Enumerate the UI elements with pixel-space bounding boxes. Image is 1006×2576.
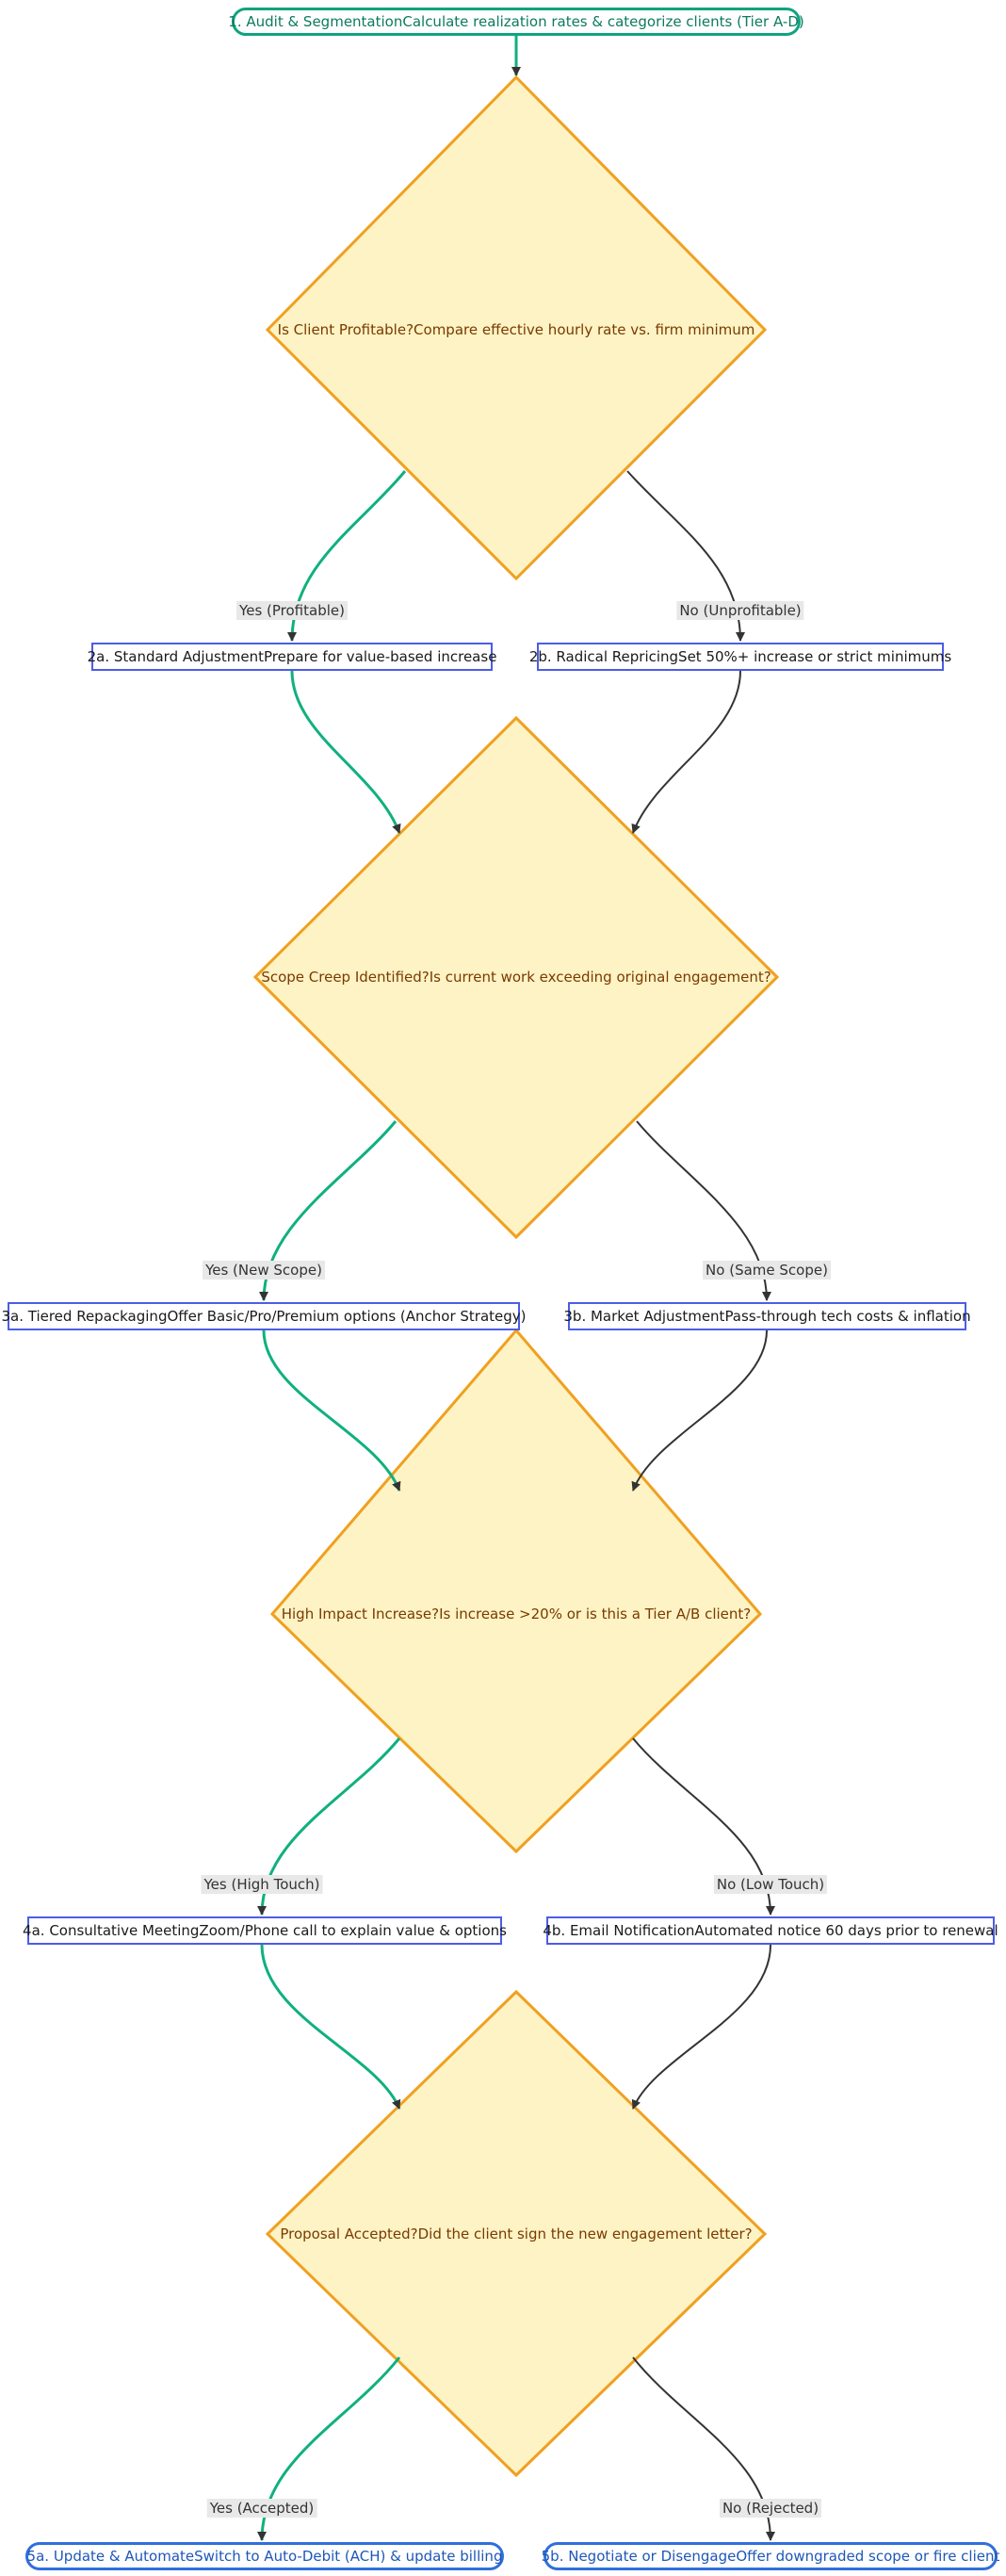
- edge-3b-to-impact: [631, 1329, 768, 1492]
- decision-label-scope-creep: Scope Creep Identified?Is current work e…: [261, 969, 771, 986]
- end-node-label: 5a. Update & AutomateSwitch to Auto-Debi…: [26, 2547, 503, 2565]
- edge-4b-to-accepted: [631, 1944, 771, 2110]
- edge-label-profitable-yes: Yes (Profitable): [236, 601, 348, 620]
- edge-label-impact-yes: Yes (High Touch): [201, 1875, 323, 1894]
- decision-label-accepted: Proposal Accepted?Did the client sign th…: [280, 2225, 753, 2242]
- process-node-label: 4b. Email NotificationAutomated notice 6…: [543, 1921, 998, 1939]
- process-node-3b-market-adjustment: 3b. Market AdjustmentPass-through tech c…: [563, 1302, 971, 1330]
- end-node-5a-update-automate: 5a. Update & AutomateSwitch to Auto-Debi…: [25, 2542, 504, 2570]
- edge-label-accepted-yes: Yes (Accepted): [206, 2499, 317, 2518]
- start-node-audit-segmentation: 1. Audit & SegmentationCalculate realiza…: [228, 8, 804, 36]
- edge-3a-to-impact: [262, 1329, 401, 1492]
- decision-diamond-accepted: [265, 1989, 768, 2478]
- process-node-3a-tiered-repackaging: 3a. Tiered RepackagingOffer Basic/Pro/Pr…: [1, 1302, 527, 1330]
- process-node-label: 3a. Tiered RepackagingOffer Basic/Pro/Pr…: [1, 1307, 527, 1325]
- edge-label-profitable-no: No (Unprofitable): [676, 601, 804, 620]
- decision-diamond-scope-creep: [252, 715, 780, 1240]
- process-node-4b-email-notification: 4b. Email NotificationAutomated notice 6…: [543, 1916, 998, 1945]
- process-node-label: 2a. Standard AdjustmentPrepare for value…: [87, 647, 497, 665]
- decision-diamond-high-impact: [269, 1328, 763, 1854]
- edge-label-accepted-no: No (Rejected): [719, 2499, 822, 2518]
- edge-label-impact-no: No (Low Touch): [713, 1875, 828, 1894]
- edge-4a-to-accepted: [260, 1944, 401, 2110]
- edge-2b-to-scope: [631, 670, 741, 834]
- edge-2a-to-scope: [290, 670, 401, 834]
- decision-diamond-profitable: [265, 74, 768, 581]
- process-node-4a-consultative-meeting: 4a. Consultative MeetingZoom/Phone call …: [23, 1916, 507, 1945]
- edge-label-scope-yes: Yes (New Scope): [203, 1261, 325, 1280]
- end-node-5b-negotiate-disengage: 5b. Negotiate or DisengageOffer downgrad…: [541, 2542, 1000, 2570]
- process-node-label: 3b. Market AdjustmentPass-through tech c…: [563, 1307, 971, 1325]
- process-node-2a-standard-adjustment: 2a. Standard AdjustmentPrepare for value…: [88, 643, 496, 671]
- decision-label-profitable: Is Client Profitable?Compare effective h…: [277, 321, 755, 338]
- process-node-label: 2b. Radical RepricingSet 50%+ increase o…: [528, 647, 952, 665]
- process-node-2b-radical-repricing: 2b. Radical RepricingSet 50%+ increase o…: [529, 643, 951, 671]
- process-node-label: 4a. Consultative MeetingZoom/Phone call …: [23, 1921, 507, 1939]
- start-node-label: 1. Audit & SegmentationCalculate realiza…: [228, 12, 804, 30]
- decision-label-high-impact: High Impact Increase?Is increase >20% or…: [281, 1606, 752, 1622]
- end-node-label: 5b. Negotiate or DisengageOffer downgrad…: [541, 2547, 1000, 2565]
- edge-label-scope-no: No (Same Scope): [703, 1261, 831, 1280]
